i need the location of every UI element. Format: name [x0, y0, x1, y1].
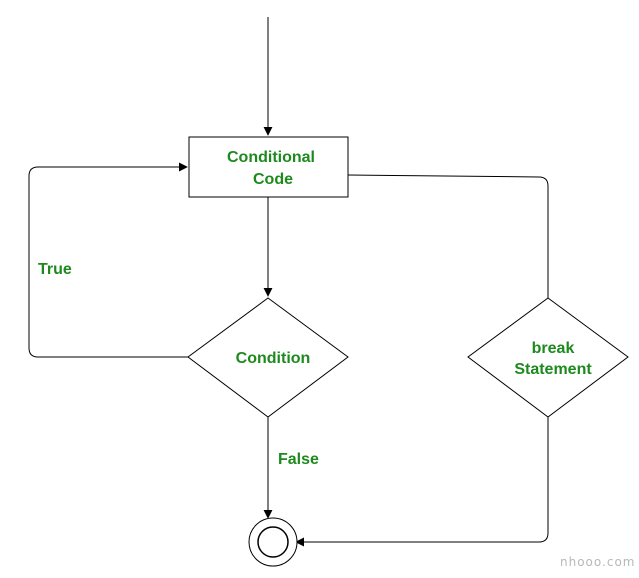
conditional-code-label-line2: Code [253, 171, 293, 188]
watermark-text: nhooo.com [560, 555, 635, 569]
break-statement-label-line1: break [532, 340, 575, 357]
false-edge-label: False [278, 451, 319, 468]
break-to-end-edge [295, 417, 549, 547]
code-to-break-edge [347, 174, 549, 298]
end-node-inner [257, 526, 289, 558]
break-statement-diamond [467, 297, 629, 418]
true-loop-edge [28, 162, 188, 358]
break-statement-label-line2: Statement [514, 361, 592, 378]
conditional-code-label-line1: Conditional [227, 149, 315, 166]
condition-label: Condition [236, 350, 311, 367]
true-edge-label: True [38, 261, 72, 278]
conditional-code-box [188, 136, 349, 198]
